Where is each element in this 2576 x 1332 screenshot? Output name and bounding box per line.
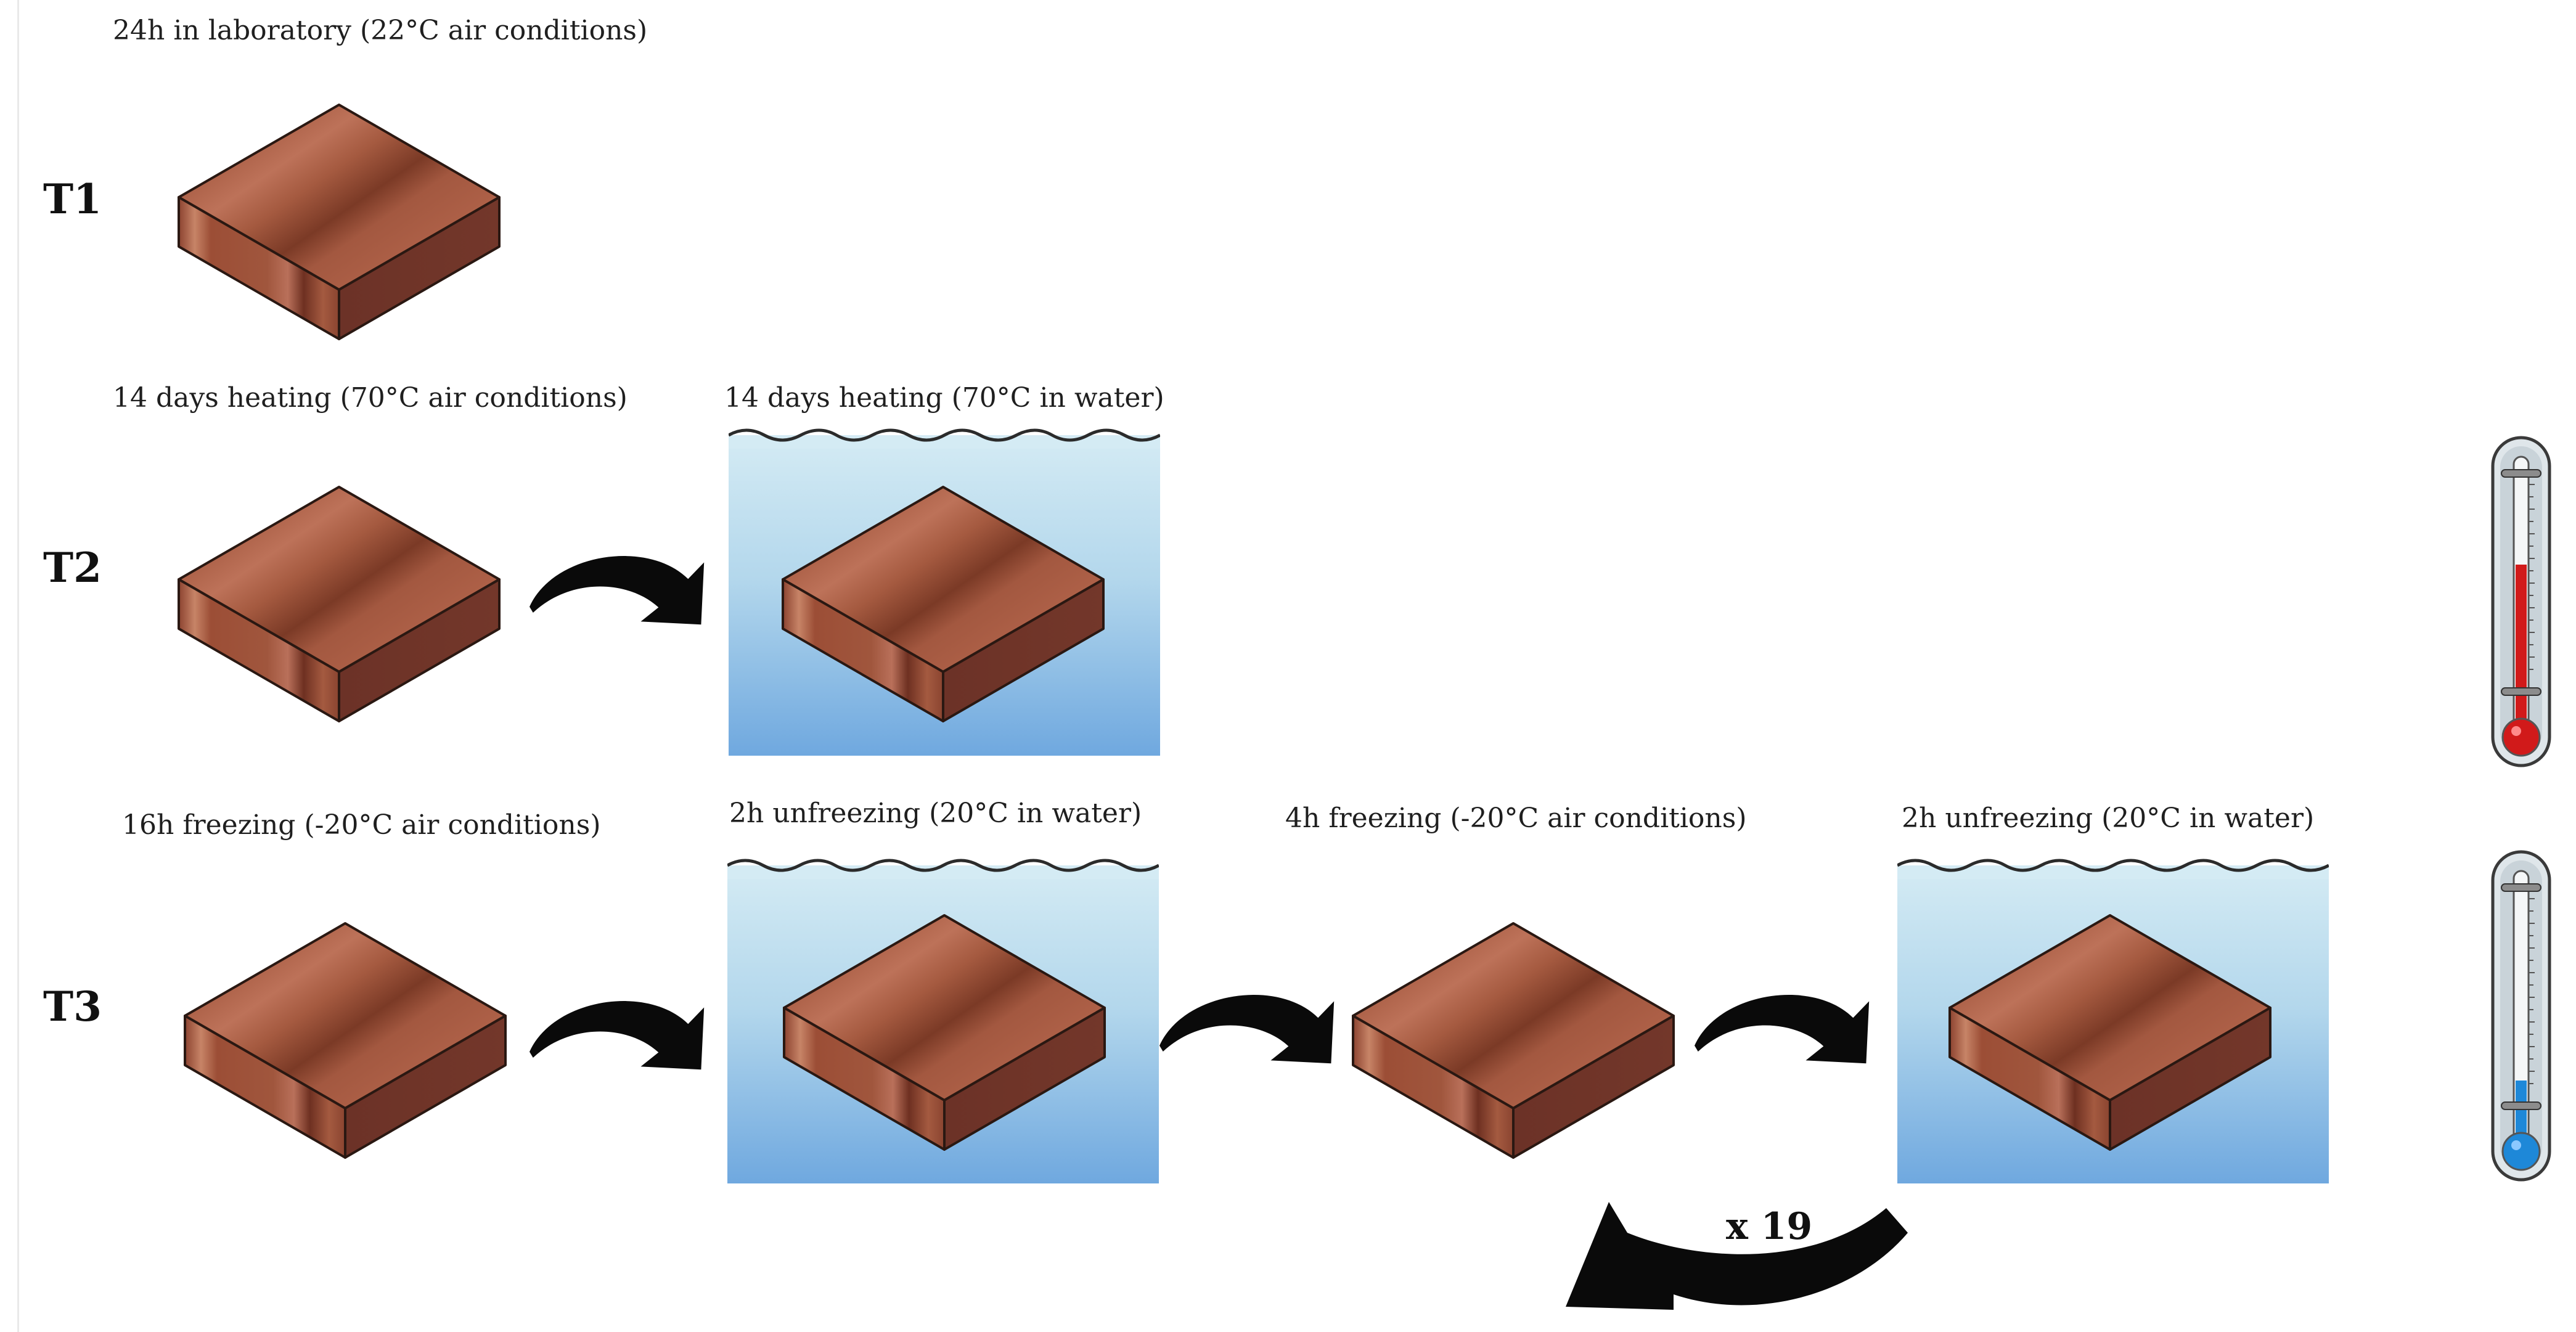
curved-arrow-icon xyxy=(1695,995,1870,1064)
wood-block-icon xyxy=(1352,922,1675,1159)
caption-t2-water: 14 days heating (70°C in water) xyxy=(724,382,1164,414)
water-surface-line xyxy=(729,428,1160,449)
water-surface-line xyxy=(727,859,1159,879)
caption-t3-unfreezing-1: 2h unfreezing (20°C in water) xyxy=(729,798,1142,829)
water-surface-line xyxy=(1897,859,2329,879)
wood-block-icon xyxy=(783,914,1106,1151)
wood-block-icon xyxy=(1948,914,2271,1151)
loop-arrow-icon xyxy=(1566,1202,1908,1310)
curved-arrow-icon xyxy=(1159,995,1335,1064)
wood-block-icon xyxy=(178,486,501,722)
repeat-count-label: x 19 xyxy=(1726,1205,1813,1248)
wood-block-icon xyxy=(178,104,501,340)
left-border xyxy=(17,0,19,1332)
curved-arrow-icon xyxy=(530,1001,705,1070)
caption-t1-air: 24h in laboratory (22°C air conditions) xyxy=(113,15,648,46)
row-label-t3: T3 xyxy=(43,983,102,1031)
row-label-t1: T1 xyxy=(43,175,102,223)
caption-t3-freezing-1: 16h freezing (-20°C air conditions) xyxy=(122,809,601,841)
thermometer-cold-icon xyxy=(2491,850,2551,1182)
caption-t3-unfreezing-2: 2h unfreezing (20°C in water) xyxy=(1902,803,2315,834)
row-label-t2: T2 xyxy=(43,544,102,592)
curved-arrow-icon xyxy=(530,556,705,625)
wood-block-icon xyxy=(184,922,507,1159)
caption-t3-freezing-2: 4h freezing (-20°C air conditions) xyxy=(1285,803,1747,834)
caption-t2-air: 14 days heating (70°C air conditions) xyxy=(113,382,628,414)
thermometer-hot-icon xyxy=(2491,436,2551,767)
wood-block-icon xyxy=(782,486,1105,722)
